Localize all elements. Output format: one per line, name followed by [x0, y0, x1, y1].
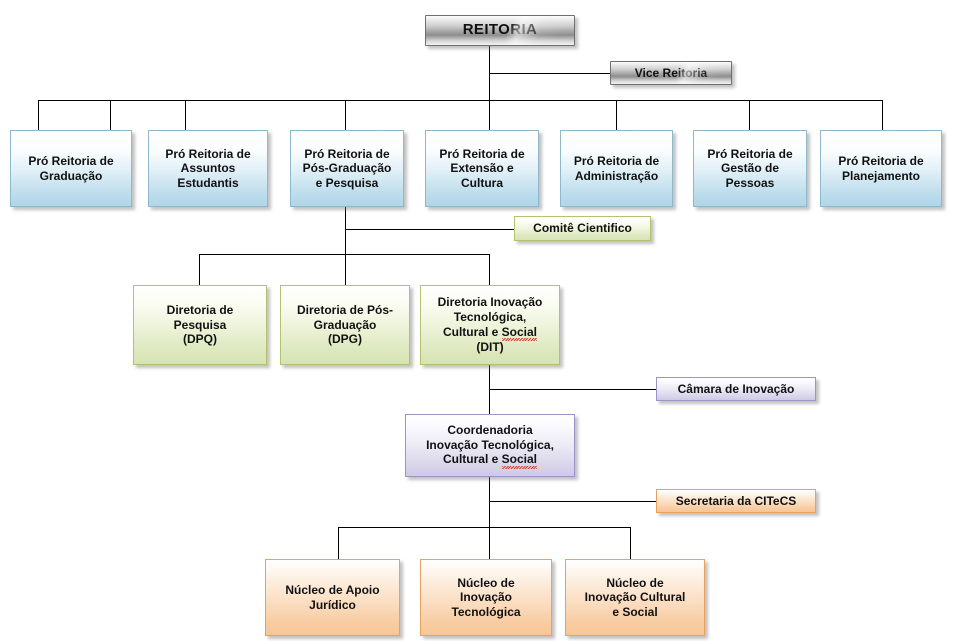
node-label: Pró Reitoria de Pós-Graduação e Pesquisa: [302, 146, 392, 190]
node-pro-reitoria-assuntos-estudantis[interactable]: Pró Reitoria de Assuntos Estudantis: [148, 130, 268, 207]
node-label: Pró Reitoria de Gestão de Pessoas: [707, 146, 793, 190]
node-label: Coordenadoria Inovação Tecnológica, Cult…: [406, 423, 574, 469]
node-reitoria-label: REITORIA: [462, 21, 538, 39]
coord-line-3-prefix: Cultural e: [442, 452, 502, 467]
node-camara-inovacao[interactable]: Câmara de Inovação: [656, 377, 816, 401]
connector-drop-pro-6: [616, 100, 617, 130]
connector-pro-reitoria-bus: [38, 100, 883, 101]
connector-drop-pro-3: [185, 100, 186, 130]
connector-coordenadoria-stem: [489, 477, 490, 559]
node-diretoria-pesquisa[interactable]: Diretoria de Pesquisa (DPQ): [133, 285, 267, 365]
connector-diretoria-bus: [199, 254, 489, 255]
node-diretoria-pos-graduacao[interactable]: Diretoria de Pós- Graduação (DPG): [280, 285, 410, 365]
node-pro-reitoria-planejamento[interactable]: Pró Reitoria de Planejamento: [820, 130, 942, 207]
dit-line-3-prefix: Cultural e: [442, 324, 502, 339]
connector-nucleo-bus: [338, 527, 631, 528]
connector-drop-pro-7: [749, 100, 750, 130]
node-label: Pró Reitoria de Assuntos Estudantis: [165, 146, 251, 190]
node-vice-reitoria-label: Vice Reitoria: [634, 65, 708, 80]
node-label: Pró Reitoria de Extensão e Cultura: [439, 146, 525, 190]
connector-drop-diretoria-1: [199, 254, 200, 285]
connector-vice-reitoria: [489, 73, 611, 74]
connector-posgrad-stem: [345, 207, 346, 285]
connector-drop-pro-4: [345, 100, 346, 130]
connector-drop-diretoria-3: [489, 254, 490, 285]
node-diretoria-inovacao-tecnologica-dit[interactable]: Diretoria Inovação Tecnológica, Cultural…: [420, 285, 560, 365]
connector-drop-pro-1: [38, 100, 39, 130]
node-pro-reitoria-pos-graduacao-pesquisa[interactable]: Pró Reitoria de Pós-Graduação e Pesquisa: [290, 130, 404, 207]
node-pro-reitoria-graduacao[interactable]: Pró Reitoria de Graduação: [10, 130, 132, 207]
connector-drop-pro-8: [882, 100, 883, 130]
coord-line-1: Coordenadoria: [447, 423, 533, 438]
node-nucleo-inovacao-tecnologica[interactable]: Núcleo de Inovação Tecnológica: [420, 559, 552, 636]
node-reitoria[interactable]: REITORIA: [425, 15, 575, 46]
node-label: Diretoria de Pós- Graduação (DPG): [296, 303, 394, 347]
coord-misspelled-word: Social: [501, 452, 538, 469]
node-nucleo-inovacao-cultural-social[interactable]: Núcleo de Inovação Cultural e Social: [565, 559, 705, 636]
connector-drop-diretoria-2: [345, 254, 346, 285]
node-comite-cientifico[interactable]: Comitê Cientifico: [514, 216, 651, 241]
node-vice-reitoria[interactable]: Vice Reitoria: [610, 61, 732, 85]
connector-drop-pro-5: [489, 100, 490, 130]
node-label: Diretoria de Pesquisa (DPQ): [166, 303, 234, 347]
node-label: Pró Reitoria de Graduação: [28, 153, 114, 183]
node-secretaria-citecs-label: Secretaria da CITeCS: [675, 493, 797, 508]
connector-drop-nucleo-2: [489, 527, 490, 559]
dit-line-1: Diretoria Inovação: [437, 295, 543, 310]
node-comite-cientifico-label: Comitê Cientifico: [533, 221, 632, 236]
node-pro-reitoria-administracao[interactable]: Pró Reitoria de Administração: [560, 130, 673, 207]
connector-drop-pro-2: [110, 100, 111, 130]
node-camara-inovacao-label: Câmara de Inovação: [677, 381, 795, 396]
node-label: Núcleo de Inovação Tecnológica: [451, 575, 521, 619]
dit-line-2: Tecnológica,: [453, 309, 527, 324]
node-label: Pró Reitoria de Planejamento: [838, 153, 924, 183]
node-label: Núcleo de Inovação Cultural e Social: [584, 575, 686, 619]
node-pro-reitoria-extensao-cultura[interactable]: Pró Reitoria de Extensão e Cultura: [425, 130, 539, 207]
node-label: Pró Reitoria de Administração: [573, 153, 660, 183]
node-label: Diretoria Inovação Tecnológica, Cultural…: [421, 295, 559, 355]
node-secretaria-citecs[interactable]: Secretaria da CITeCS: [656, 489, 816, 513]
connector-comite: [345, 229, 514, 230]
dit-line-4: (DIT): [476, 340, 504, 355]
coord-line-2: Inovação Tecnológica,: [426, 437, 554, 452]
node-nucleo-apoio-juridico[interactable]: Núcleo de Apoio Jurídico: [265, 559, 400, 636]
connector-secretaria: [489, 501, 656, 502]
node-coordenadoria-citecs[interactable]: Coordenadoria Inovação Tecnológica, Cult…: [405, 414, 575, 477]
connector-camara: [489, 389, 656, 390]
node-pro-reitoria-gestao-pessoas[interactable]: Pró Reitoria de Gestão de Pessoas: [693, 130, 807, 207]
connector-drop-nucleo-3: [630, 527, 631, 559]
connector-drop-nucleo-1: [338, 527, 339, 559]
dit-misspelled-word: Social: [501, 324, 538, 341]
node-label: Núcleo de Apoio Jurídico: [285, 582, 380, 612]
